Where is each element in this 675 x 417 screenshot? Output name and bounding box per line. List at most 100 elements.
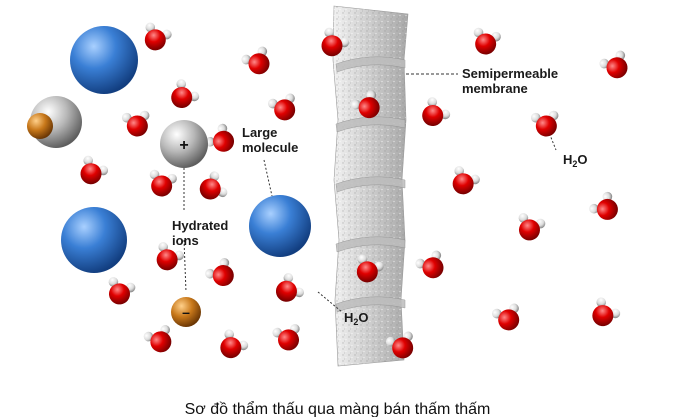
- cation: +: [160, 120, 208, 168]
- water-molecule: [272, 324, 300, 351]
- hydrogen-atom: [599, 58, 610, 69]
- water-molecule: [599, 50, 628, 79]
- water-label-right-h: H: [563, 152, 573, 167]
- water-molecule: [351, 90, 380, 119]
- water-molecule: [143, 325, 172, 353]
- oxygen-atom: [151, 175, 173, 197]
- water-molecule: [220, 329, 249, 359]
- large-molecule-label-line2: molecule: [242, 140, 299, 155]
- hydrogen-atom: [176, 79, 187, 89]
- water-molecule: [205, 258, 234, 287]
- hydrated-ions-label-line1: Hydrated: [172, 218, 229, 233]
- water-molecule: [121, 110, 150, 137]
- oxygen-atom: [278, 329, 300, 351]
- oxygen-atom: [606, 57, 628, 79]
- hydrogen-atom: [224, 329, 235, 340]
- oxygen-atom: [392, 337, 414, 359]
- hydrated-ions-label: Hydrated ions: [172, 218, 228, 248]
- oxygen-atom: [80, 163, 102, 185]
- hydrogen-atom: [427, 97, 438, 107]
- oxygen-atom: [199, 178, 221, 200]
- oxygen-atom: [592, 305, 614, 327]
- hydrogen-atom: [351, 99, 361, 110]
- hydrogen-atom: [589, 203, 599, 214]
- water-molecule: [144, 22, 172, 51]
- water-molecule: [149, 169, 177, 197]
- water-molecule: [415, 250, 444, 279]
- oxygen-atom: [475, 33, 497, 55]
- hydrogen-atom: [596, 297, 607, 308]
- anion-small: [27, 113, 53, 139]
- oxygen-atom: [171, 87, 193, 109]
- hydrogen-atom: [209, 171, 220, 182]
- oxygen-atom: [220, 337, 242, 359]
- water-molecule: [492, 303, 520, 331]
- oxygen-atom: [213, 130, 235, 152]
- oxygen-atom: [535, 115, 557, 137]
- water-molecule: [518, 213, 546, 241]
- water-molecule: [205, 123, 235, 152]
- large-molecule-label-line1: Large: [242, 125, 278, 140]
- oxygen-atom: [452, 173, 474, 195]
- water-molecule: [80, 155, 109, 185]
- water-molecule: [241, 46, 270, 75]
- water-molecule: [268, 93, 296, 121]
- membrane-label: Semipermeable membrane: [462, 66, 558, 96]
- hydrogen-atom: [415, 258, 426, 269]
- membrane-ridge: [335, 296, 406, 313]
- membrane-label-line1: Semipermeable: [462, 66, 559, 81]
- water-label-membrane-h: H: [344, 310, 354, 325]
- anion: –: [171, 297, 201, 327]
- water-molecule: [321, 27, 350, 57]
- hydrogen-atom: [205, 268, 215, 279]
- oxygen-atom: [356, 261, 378, 283]
- water-molecule: [530, 110, 559, 137]
- water-molecule: [422, 97, 451, 127]
- hydrogen-atom: [602, 191, 613, 202]
- hydrogen-atom: [241, 54, 252, 65]
- oxygen-atom: [518, 219, 540, 241]
- membrane-ridge: [335, 56, 406, 73]
- hydrogen-atom: [83, 155, 94, 166]
- large-molecule: [249, 195, 311, 257]
- hydrated-ions-label-line2: ions: [172, 233, 199, 248]
- large-molecule: [61, 207, 127, 273]
- oxygen-atom: [596, 198, 618, 220]
- oxygen-atom: [498, 309, 520, 331]
- water-molecule: [156, 242, 184, 271]
- oxygen-atom: [358, 97, 380, 119]
- water-label-right-o: O: [577, 152, 588, 167]
- water-molecule: [452, 166, 480, 195]
- oxygen-atom: [150, 331, 172, 353]
- molecule-layer: [27, 22, 628, 359]
- oxygen-atom: [126, 115, 148, 137]
- oxygen-atom: [212, 265, 234, 287]
- water-label-right-sub: 2: [572, 159, 578, 169]
- oxygen-atom: [274, 99, 296, 121]
- membrane-label-line2: membrane: [462, 81, 528, 96]
- water-molecule: [275, 273, 304, 302]
- water-molecule: [171, 79, 200, 109]
- water-label-membrane: H2O: [344, 310, 369, 327]
- oxygen-atom: [422, 105, 444, 127]
- membrane-ridge: [335, 116, 406, 133]
- oxygen-atom: [108, 283, 130, 305]
- water-molecule: [356, 254, 384, 283]
- water-molecule: [108, 277, 136, 305]
- oxygen-atom: [248, 53, 270, 75]
- hydrogen-atom: [454, 166, 465, 176]
- osmosis-diagram: + –: [27, 5, 628, 367]
- plus-sign: +: [179, 137, 188, 154]
- water-molecule: [589, 191, 618, 220]
- water-label-right: H2O: [563, 152, 588, 169]
- water-molecule: [386, 331, 414, 359]
- minus-sign: –: [182, 304, 190, 320]
- large-molecule-label: Large molecule: [242, 125, 298, 155]
- leader-lines: [183, 73, 557, 313]
- membrane-ridges: [335, 56, 406, 313]
- figure-caption: Sơ đồ thẩm thấu qua màng bán thấm thấm: [184, 401, 491, 417]
- water-label-membrane-o: O: [358, 310, 369, 325]
- oxygen-atom: [144, 29, 166, 51]
- hydrogen-atom: [324, 27, 335, 38]
